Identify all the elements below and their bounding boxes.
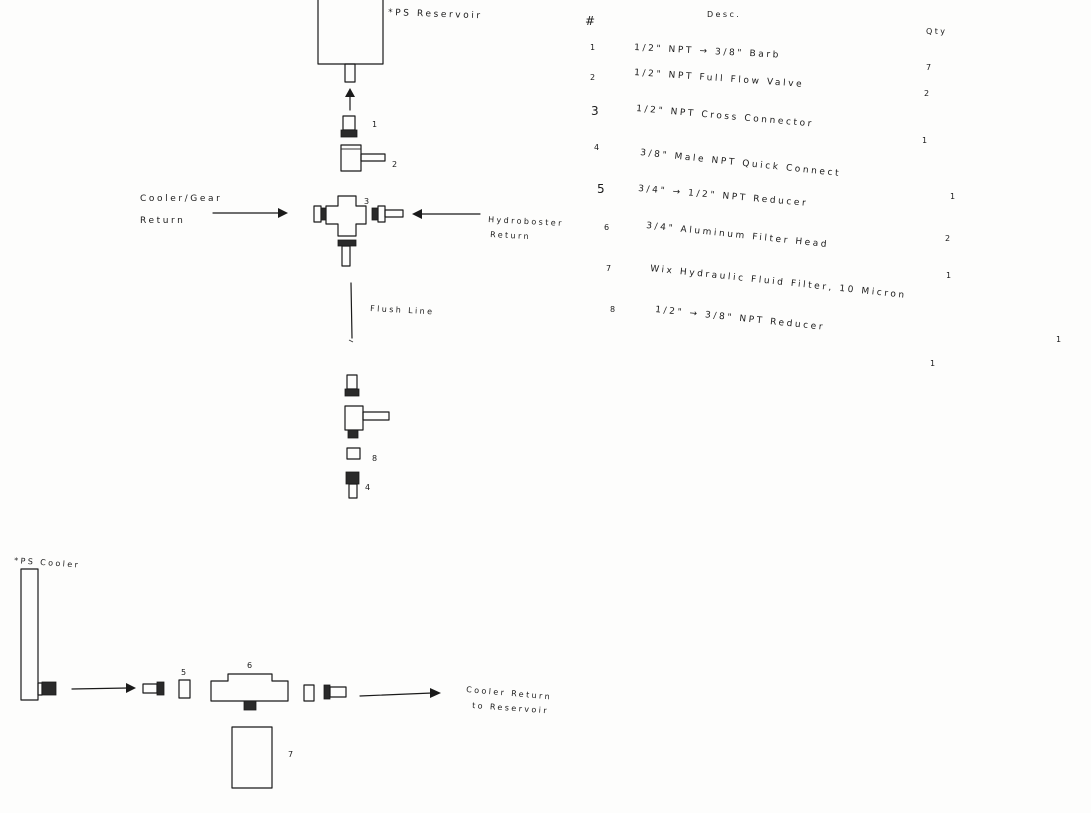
row-4-desc: 3/8" Male NPT Quick Connect xyxy=(640,148,842,179)
row-1-num: 1 xyxy=(590,43,598,52)
row-6-qty: 1 xyxy=(946,271,954,280)
barb-fitting-left xyxy=(142,681,165,696)
cooler-gear-return-label-line1: Cooler/Gear xyxy=(140,194,222,204)
row-2-desc: 1/2" NPT Full Flow Valve xyxy=(634,68,805,90)
parts-table-row: 3 1/2" NPT Cross Connector 1 xyxy=(591,104,930,145)
callout-6: 6 xyxy=(247,661,255,670)
row-3-desc: 1/2" NPT Cross Connector xyxy=(636,104,815,130)
arrow-from-cooler-gear-return xyxy=(212,208,288,218)
callout-7: 7 xyxy=(288,750,296,759)
row-8-num: 8 xyxy=(610,305,618,314)
callout-2: 2 xyxy=(392,160,400,169)
callout-8: 8 xyxy=(372,454,380,463)
arrow-up-to-reservoir xyxy=(345,88,355,111)
row-5-num: 5 xyxy=(597,182,605,196)
row-7-desc: Wix Hydraulic Fluid Filter, 10 Micron xyxy=(650,264,907,301)
row-4-num: 4 xyxy=(594,143,602,152)
arrow-cooler-to-filter xyxy=(71,683,136,693)
reservoir-label: *PS Reservoir xyxy=(388,8,483,21)
reducer-5-right xyxy=(303,684,315,702)
row-5-qty: 2 xyxy=(945,234,953,243)
arrow-from-hydroboster-return xyxy=(412,209,481,219)
parts-table-row: 7 Wix Hydraulic Fluid Filter, 10 Micron … xyxy=(606,264,1064,344)
filter-head-6 xyxy=(210,673,289,711)
row-7-qty: 1 xyxy=(1056,335,1064,344)
row-2-num: 2 xyxy=(590,73,598,82)
barb-fitting-right xyxy=(323,684,347,700)
row-2-qty: 2 xyxy=(924,89,932,98)
cooler-return-label-line2: to Reservoir xyxy=(472,701,549,715)
row-7-num: 7 xyxy=(606,264,614,273)
flush-line-hose xyxy=(348,282,354,343)
barb-fitting-1-top xyxy=(340,115,358,138)
hydroboster-return-label-line1: Hydroboster xyxy=(488,215,564,228)
row-6-desc: 3/4" Aluminum Filter Head xyxy=(646,221,830,250)
row-8-desc: 1/2" → 3/8" NPT Reducer xyxy=(655,305,826,333)
valve-2-top xyxy=(340,144,386,172)
parts-table-row: 2 1/2" NPT Full Flow Valve 2 xyxy=(590,68,932,98)
row-1-qty: 7 xyxy=(926,63,934,72)
row-1-desc: 1/2" NPT → 3/8" Barb xyxy=(634,43,781,61)
callout-4: 4 xyxy=(365,483,373,492)
parts-table-row: 8 1/2" → 3/8" NPT Reducer 1 xyxy=(610,305,938,368)
barb-fitting-1-lower xyxy=(344,374,360,397)
ps-cooler xyxy=(20,568,57,701)
arrow-to-reservoir xyxy=(359,688,441,698)
reducer-8 xyxy=(346,447,361,460)
row-3-qty: 1 xyxy=(922,136,930,145)
row-4-qty: 1 xyxy=(950,192,958,201)
callout-3: 3 xyxy=(364,197,372,206)
callout-1: 1 xyxy=(372,120,380,129)
reducer-5-left xyxy=(178,679,191,699)
row-8-qty: 1 xyxy=(930,359,938,368)
row-6-num: 6 xyxy=(604,223,612,232)
parts-table-header-qty: Qty xyxy=(926,27,947,36)
valve-2-lower xyxy=(344,405,390,439)
cooler-return-label-line1: Cooler Return xyxy=(466,685,553,701)
flush-line-label: Flush Line xyxy=(370,304,435,316)
row-5-desc: 3/4" → 1/2" NPT Reducer xyxy=(638,184,809,209)
hydroboster-return-label-line2: Return xyxy=(490,230,531,241)
parts-table: # Desc. Qty 1 1/2" NPT → 3/8" Barb 7 2 1… xyxy=(585,10,1064,368)
ps-reservoir xyxy=(317,0,384,83)
cooler-gear-return-label-line2: Return xyxy=(140,216,185,226)
parts-table-header-num: # xyxy=(585,14,595,28)
parts-table-header-desc: Desc. xyxy=(707,10,741,19)
filter-7 xyxy=(231,726,273,789)
ps-cooler-label: *PS Cooler xyxy=(14,556,81,570)
row-3-num: 3 xyxy=(591,104,599,118)
cross-connector-3 xyxy=(313,195,404,267)
quick-connect-4 xyxy=(345,471,360,499)
callout-5: 5 xyxy=(181,668,189,677)
